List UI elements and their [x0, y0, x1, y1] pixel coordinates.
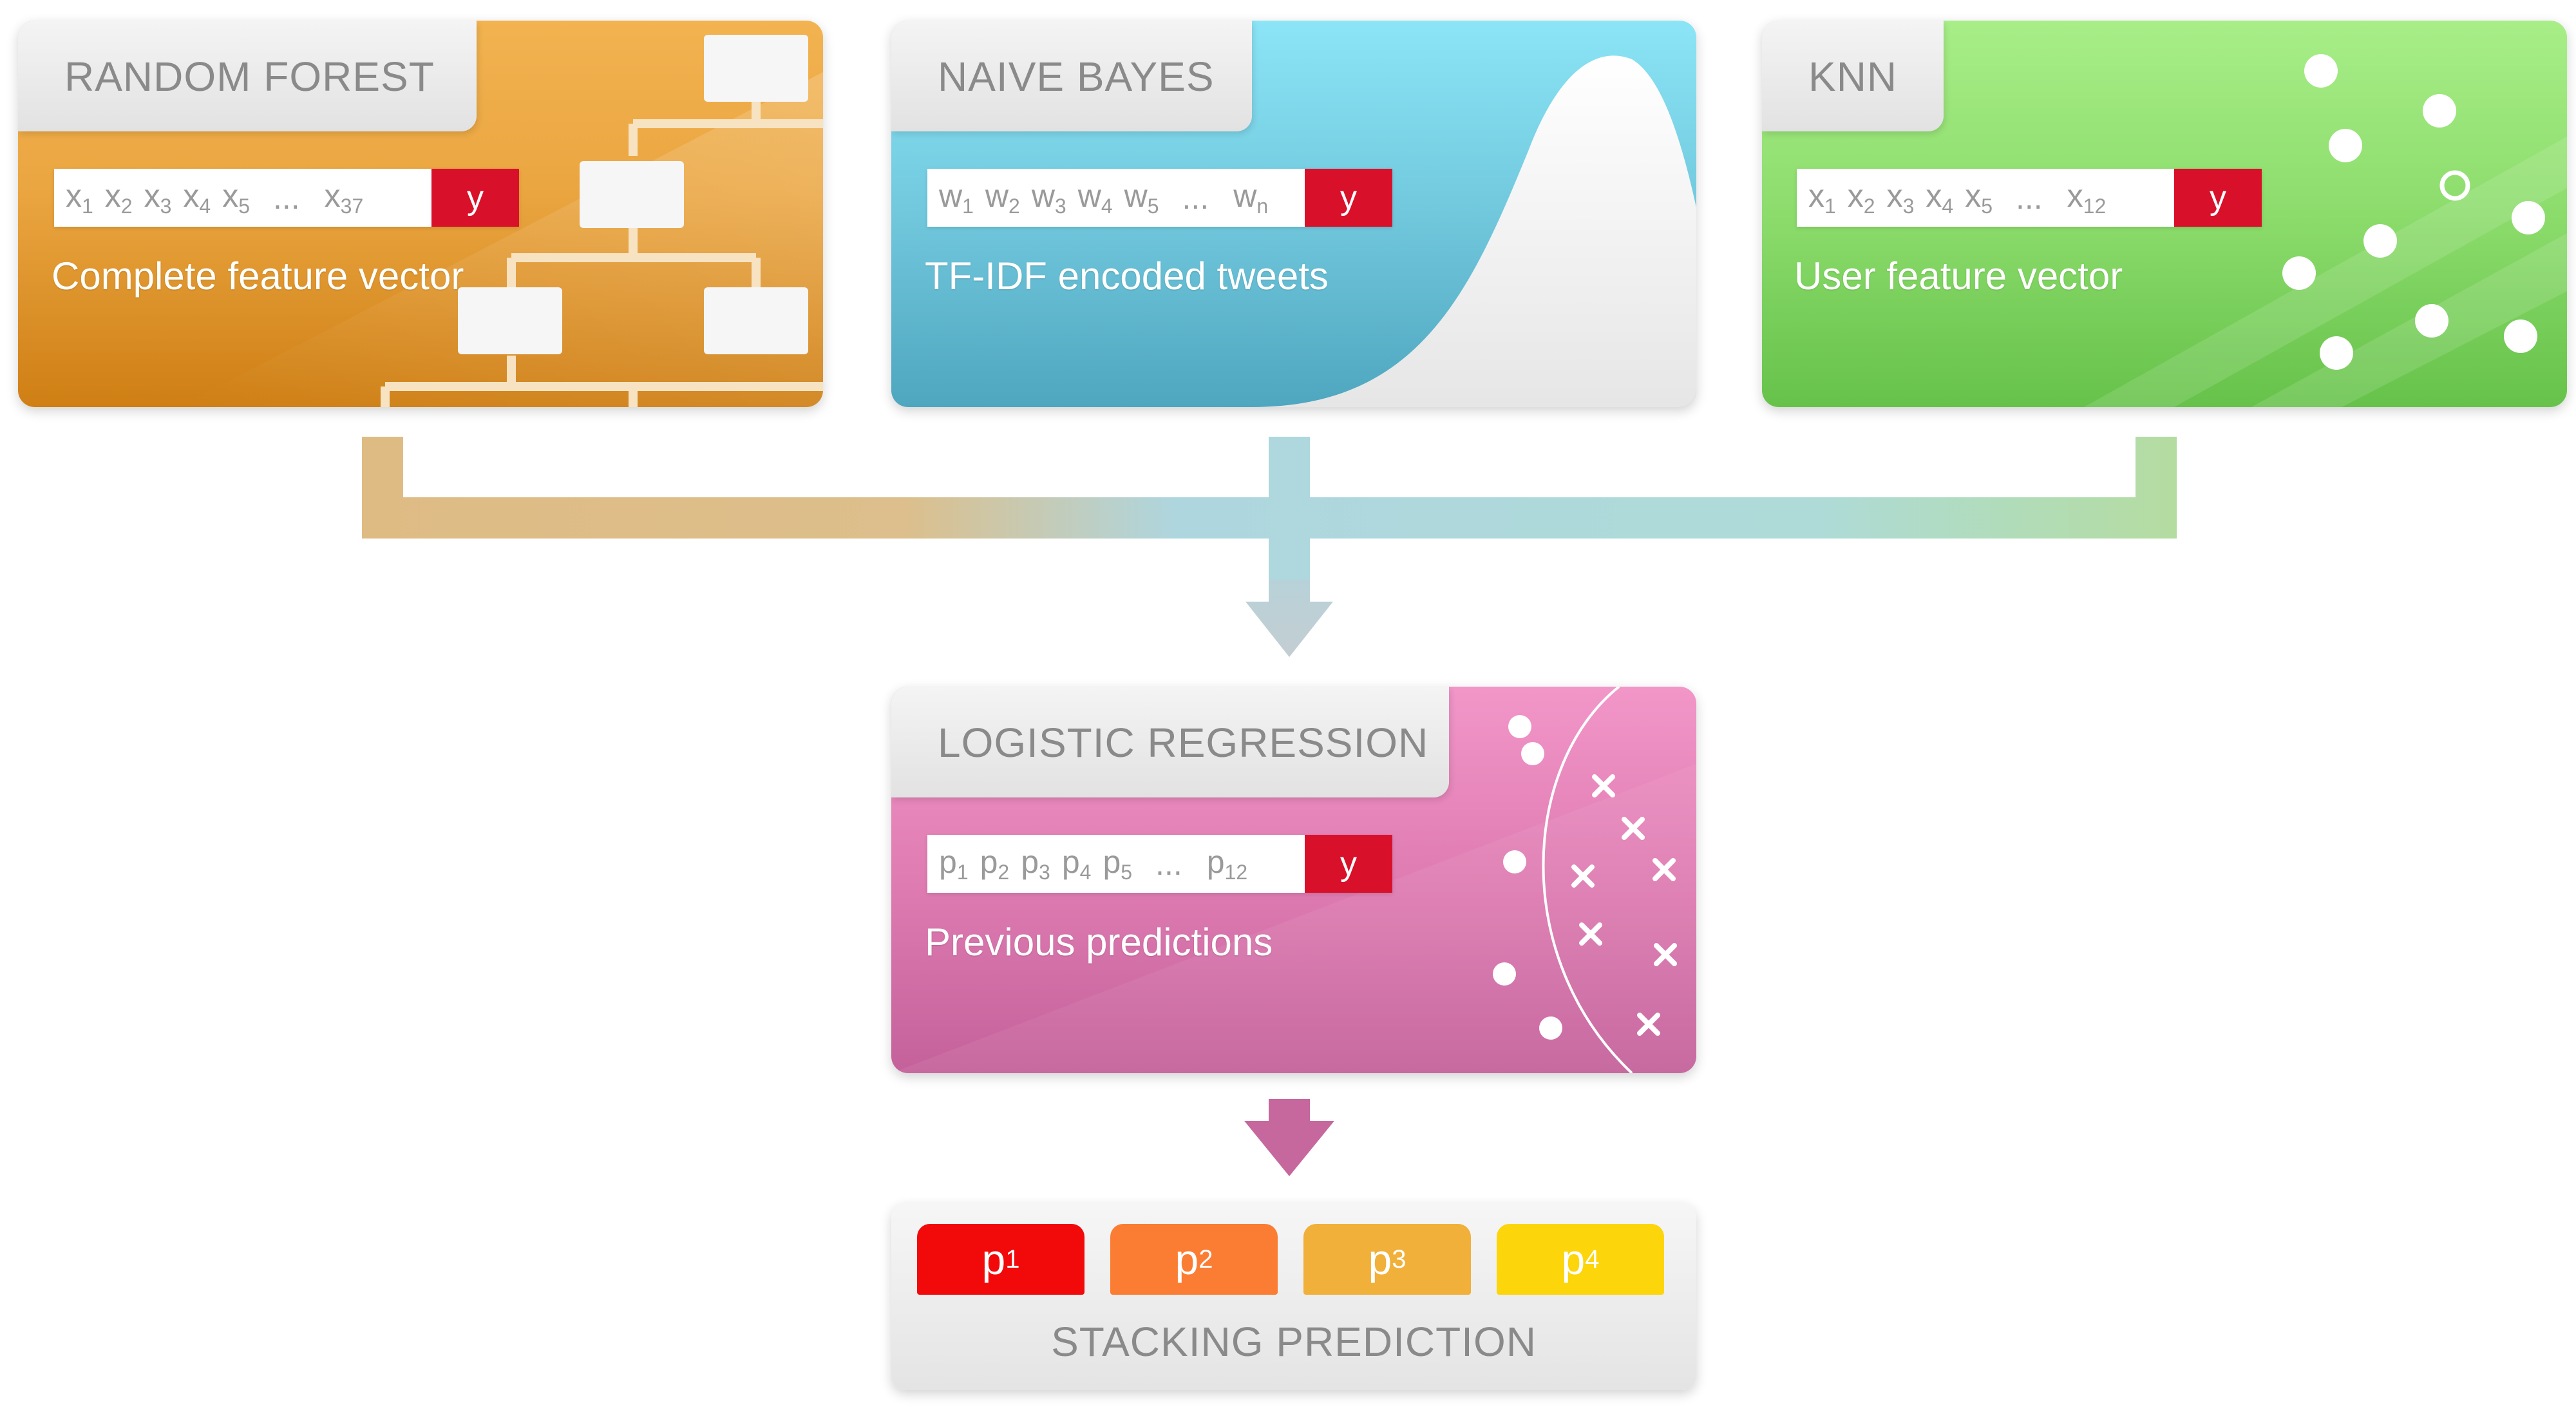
target-label: y	[1305, 169, 1392, 227]
vector-ellipsis: ...	[1155, 846, 1182, 882]
vector-term: p3	[1021, 844, 1050, 884]
vector-term: w2	[985, 178, 1020, 218]
target-label: y	[1305, 835, 1392, 893]
vector-term: p4	[1061, 844, 1092, 884]
vector-term: p1	[939, 844, 969, 884]
target-label: y	[431, 169, 519, 227]
random-forest-feature-vector: x1 x2 x3 x4 x5 ... x37 y	[54, 169, 519, 227]
random-forest-tab: RANDOM FOREST	[18, 21, 477, 131]
knn-caption: User feature vector	[1794, 254, 2123, 298]
logistic-regression-tab: LOGISTIC REGRESSION	[891, 687, 1449, 797]
random-forest-card: RANDOM FOREST x1 x2 x3 x4 x5 ... x37 y C…	[18, 21, 823, 407]
naive-bayes-card: NAIVE BAYES w1 w2 w3 w4 w5 ... wn y TF-I…	[891, 21, 1696, 407]
vector-term: x2	[1847, 178, 1875, 218]
vector-term: x1	[66, 178, 93, 218]
vector-term: p5	[1103, 844, 1133, 884]
vector-term: w5	[1124, 178, 1159, 218]
naive-bayes-tab: NAIVE BAYES	[891, 21, 1252, 131]
vector-term: w3	[1031, 178, 1066, 218]
stacking-prediction-title: STACKING PREDICTION	[1051, 1319, 1537, 1365]
knn-tab: KNN	[1762, 21, 1944, 131]
vector-term: x4	[1926, 178, 1954, 218]
random-forest-title: RANDOM FOREST	[64, 53, 435, 100]
connector-bar	[362, 437, 2177, 580]
vector-last-term: x37	[324, 178, 364, 218]
vector-ellipsis: ...	[1182, 180, 1209, 216]
naive-bayes-caption: TF-IDF encoded tweets	[925, 254, 1329, 298]
vector-term: w1	[939, 178, 974, 218]
vector-term: p2	[980, 844, 1010, 884]
gaussian-curve-icon	[1252, 55, 1696, 407]
random-forest-caption: Complete feature vector	[52, 254, 464, 298]
knn-feature-vector: x1 x2 x3 x4 x5 ... x12 y	[1797, 169, 2262, 227]
naive-bayes-title: NAIVE BAYES	[938, 53, 1215, 100]
logistic-regression-caption: Previous predictions	[925, 920, 1273, 964]
decision-boundary-icon	[1542, 687, 1633, 1073]
vector-term: w4	[1077, 178, 1113, 218]
down-arrow-to-logistic-icon	[1245, 580, 1333, 657]
vector-ellipsis: ...	[272, 180, 300, 216]
knn-card: KNN x1 x2 x3 x4 x5 ... x12 y User featur…	[1762, 21, 2567, 407]
logistic-regression-title: LOGISTIC REGRESSION	[938, 720, 1429, 766]
naive-bayes-feature-vector: w1 w2 w3 w4 w5 ... wn y	[927, 169, 1392, 227]
down-arrow-to-stacking-icon	[1244, 1099, 1334, 1176]
vector-last-term: wn	[1233, 178, 1269, 218]
logistic-regression-feature-vector: p1 p2 p3 p4 p5 ... p12 y	[927, 835, 1392, 893]
knn-title: KNN	[1808, 53, 1898, 100]
class-b-crosses-icon	[1571, 774, 1677, 1036]
decision-tree-icon	[381, 35, 823, 407]
vector-last-term: p12	[1206, 844, 1248, 884]
vector-term: x2	[104, 178, 133, 218]
vector-term: x3	[144, 178, 172, 218]
knn-scatter-points-icon	[2282, 54, 2545, 370]
class-a-points-icon	[1493, 715, 1562, 1040]
vector-term: x3	[1886, 178, 1915, 218]
vector-term: x5	[1965, 178, 1993, 218]
logistic-regression-card: LOGISTIC REGRESSION p1 p2 p3 p4 p5 ... p…	[891, 687, 1696, 1073]
vector-term: x1	[1808, 178, 1836, 218]
vector-ellipsis: ...	[2015, 180, 2043, 216]
vector-last-term: x12	[2067, 178, 2107, 218]
target-label: y	[2174, 169, 2262, 227]
vector-term: x5	[222, 178, 250, 218]
vector-term: x4	[183, 178, 211, 218]
